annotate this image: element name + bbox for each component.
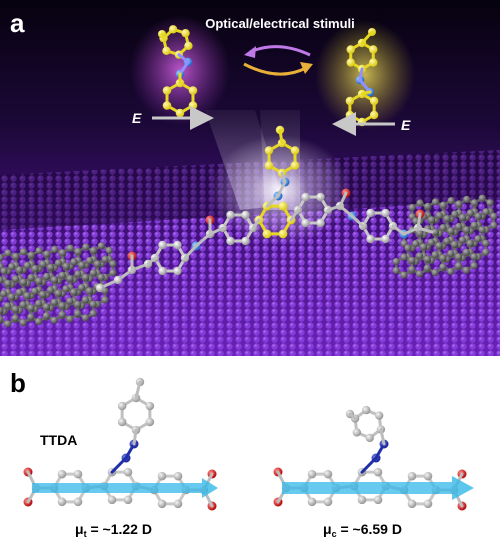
field-label-right: E — [401, 117, 411, 133]
cycle-arrow-bottom-head — [300, 62, 313, 74]
stimuli-label: Optical/electrical stimuli — [205, 16, 355, 31]
yellow-glow — [315, 20, 415, 130]
panel-a-letter: a — [10, 8, 25, 38]
field-label-left: E — [132, 110, 142, 126]
cis-isomer-molecule — [158, 25, 198, 118]
graphene-electrode-right — [392, 194, 498, 279]
bridge-molecule — [95, 125, 434, 293]
cis-molecule-structure — [273, 405, 467, 511]
cycle-arrow-top-head — [244, 46, 256, 58]
panel-b-letter: b — [10, 368, 26, 398]
trans-isomer-molecule — [345, 28, 379, 127]
cycle-arrow-bottom — [243, 62, 307, 76]
graphene-electrode-left — [0, 242, 117, 328]
dipole-cis-label: μc = ~6.59 D — [323, 521, 402, 539]
dipole-trans-label: μt = ~1.22 D — [75, 521, 152, 539]
molecule-label: TTDA — [40, 432, 77, 448]
panel-a-illustration: a Optical/electrical stimuli E E — [0, 0, 500, 356]
panel-b-illustration: b TTDA μt = ~1.22 D μc = ~6.59 D — [10, 368, 474, 539]
dipole-arrow-trans — [32, 478, 218, 498]
dipole-arrow-cis — [282, 476, 474, 500]
